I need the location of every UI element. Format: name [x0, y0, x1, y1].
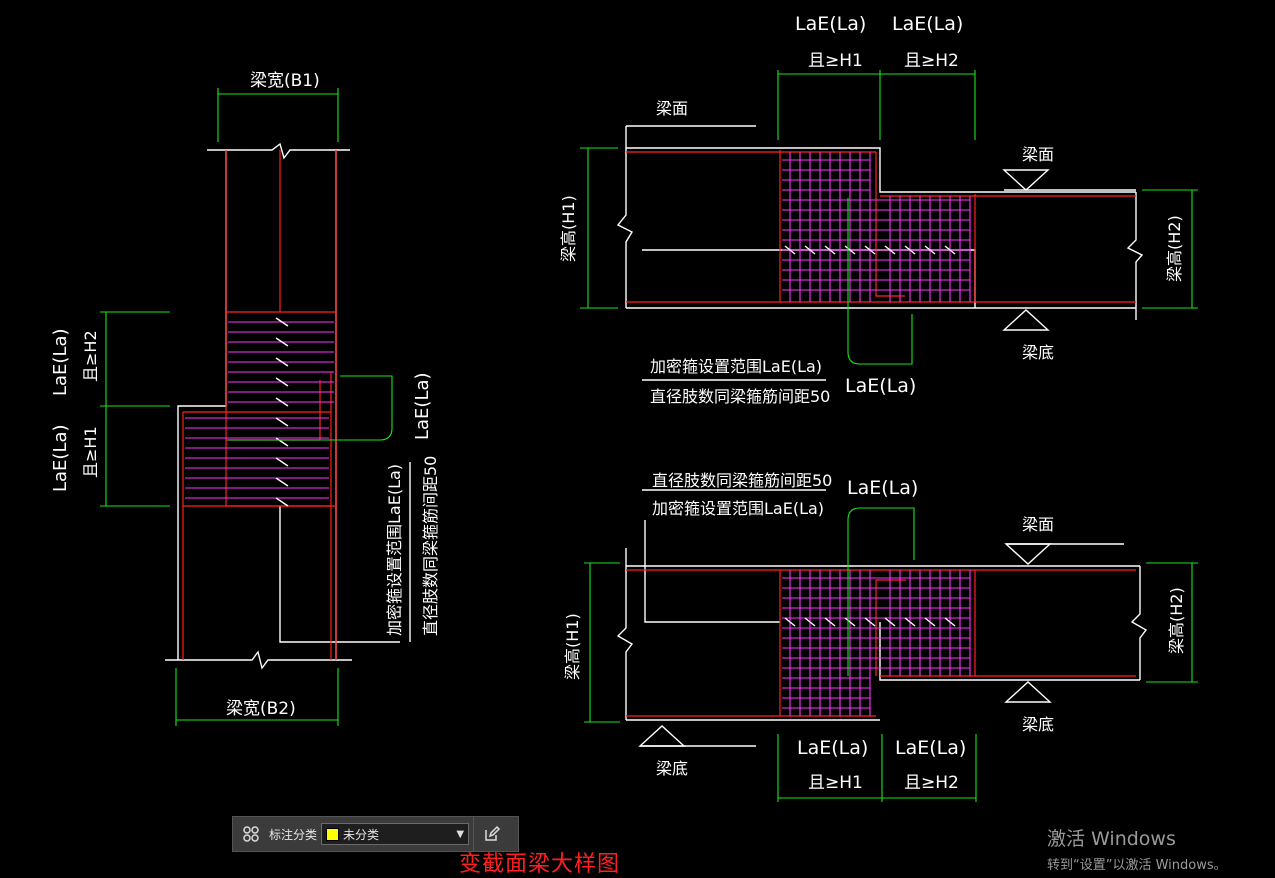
left-note-spacing: 直径肢数同梁箍筋间距50 [421, 456, 440, 636]
edit-icon[interactable] [473, 817, 510, 851]
bottom-height-h1: 梁高(H1) [563, 613, 582, 680]
grid-icon[interactable] [233, 817, 269, 851]
annotation-category-toolbar: 标注分类 未分类 ▼ [232, 816, 519, 852]
top-cond-h1: 且≥H1 [808, 51, 863, 71]
bottom-lae-left: LaE(La) [797, 737, 868, 759]
top-lae-right: LaE(La) [892, 13, 963, 35]
annotation-category-value: 未分类 [343, 827, 380, 842]
top-note-spacing: 直径肢数同梁箍筋间距50 [650, 387, 830, 406]
left-cond-h2: 且≥H2 [81, 330, 100, 382]
left-note-range: 加密箍设置范围LaE(La) [385, 464, 404, 636]
bottom-cond-h1: 且≥H1 [808, 773, 863, 793]
top-note-range: 加密箍设置范围LaE(La) [650, 357, 822, 376]
left-detail [100, 88, 411, 726]
top-beam-bottom: 梁底 [1022, 343, 1054, 362]
bottom-height-h2: 梁高(H2) [1167, 587, 1186, 654]
watermark-line2: 转到“设置”以激活 Windows。 [1047, 858, 1227, 873]
top-height-h1: 梁高(H1) [559, 195, 578, 262]
top-lae-left: LaE(La) [795, 13, 866, 35]
top-cond-h2: 且≥H2 [904, 51, 959, 71]
left-beam-width-top: 梁宽(B1) [250, 71, 320, 91]
bottom-note-range: 加密箍设置范围LaE(La) [652, 499, 824, 518]
bottom-beam-top: 梁面 [1022, 515, 1054, 534]
bottom-beam-bottom-right: 梁底 [1022, 715, 1054, 734]
bottom-lae-right: LaE(La) [895, 737, 966, 759]
annotation-category-label: 标注分类 [269, 827, 318, 842]
top-beam-top-right: 梁面 [1022, 145, 1054, 164]
windows-activation-watermark: 激活 Windows 转到“设置”以激活 Windows。 [1047, 824, 1227, 873]
watermark-line1: 激活 Windows [1047, 828, 1176, 850]
top-height-h2: 梁高(H2) [1165, 215, 1184, 282]
top-detail [580, 70, 1198, 381]
left-beam-width-bottom: 梁宽(B2) [226, 699, 296, 719]
bottom-lae-bend: LaE(La) [847, 477, 918, 499]
left-lae-bend: LaE(La) [412, 372, 433, 440]
bottom-cond-h2: 且≥H2 [904, 773, 959, 793]
drawing-title: 变截面梁大样图 [459, 852, 621, 877]
color-swatch [326, 827, 340, 841]
annotation-category-select[interactable]: 未分类 ▼ [321, 823, 470, 845]
chevron-down-icon: ▼ [456, 828, 465, 840]
bottom-note-spacing: 直径肢数同梁箍筋间距50 [652, 471, 832, 490]
left-lae-upper: LaE(La) [50, 328, 71, 396]
left-cond-h1: 且≥H1 [81, 426, 100, 478]
bottom-detail [584, 489, 1198, 802]
bottom-beam-bottom-left: 梁底 [656, 759, 688, 778]
top-beam-top-left: 梁面 [656, 99, 688, 118]
left-lae-lower: LaE(La) [50, 424, 71, 492]
top-lae-bend: LaE(La) [845, 375, 916, 397]
